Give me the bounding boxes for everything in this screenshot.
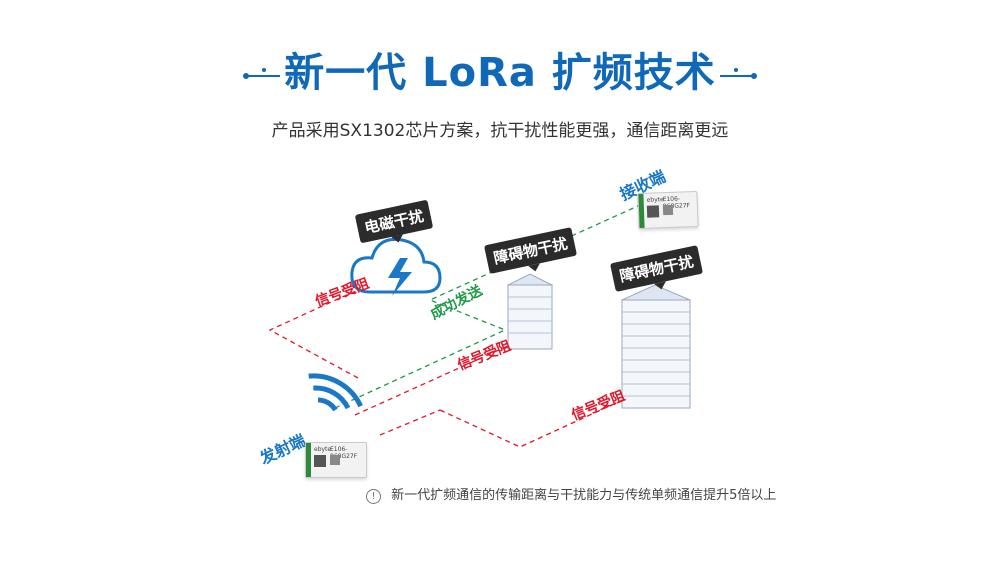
chip-icon (662, 204, 674, 216)
module-model: E106-868G27F (330, 446, 358, 460)
module-brand: ebyte (314, 446, 332, 453)
server-tower-2 (620, 284, 692, 409)
blocked-path-building-2 (439, 391, 641, 448)
info-icon: ! (366, 489, 381, 504)
success-path (334, 204, 641, 409)
server-tower-1 (506, 273, 554, 350)
qr-code-icon (646, 205, 660, 218)
footnote: ! 新一代扩频通信的传输距离与干扰能力与传统单频通信提升5倍以上 (366, 484, 776, 504)
wifi-signal-icon (308, 373, 363, 412)
blocked-path-cloud (268, 284, 371, 379)
transmitter-module: ebyte E106-868G27F (305, 442, 367, 478)
footnote-text: 新一代扩频通信的传输距离与干扰能力与传统单频通信提升5倍以上 (391, 488, 777, 503)
qr-code-icon (314, 455, 326, 467)
title-decoration (243, 68, 757, 79)
page-subtitle: 产品采用SX1302芯片方案，抗干扰性能更强，通信距离更远 (271, 121, 729, 141)
chip-icon (330, 455, 340, 465)
module-brand: ebyte (646, 196, 664, 204)
page-title: 新一代 LoRa 扩频技术 (284, 50, 716, 96)
title-area: 新一代 LoRa 扩频技术 (0, 40, 1000, 110)
blocked-path-building-1 (354, 344, 511, 416)
receiver-module: ebyte E106-868G27F (637, 190, 699, 230)
